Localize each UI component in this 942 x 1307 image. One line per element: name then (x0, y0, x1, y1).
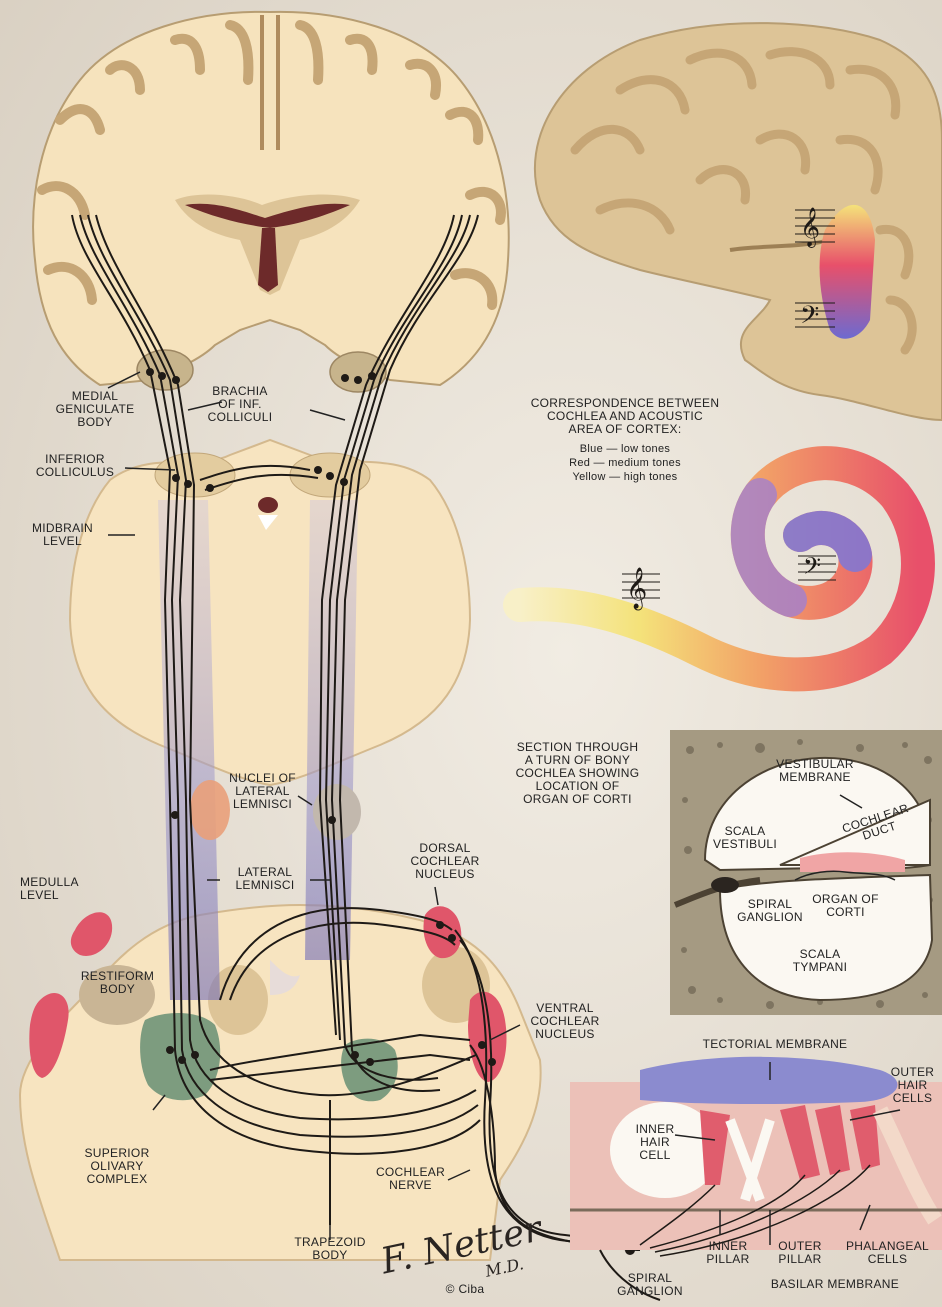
legend-yellow: Yellow — high tones (545, 471, 705, 484)
label-midbrain-level: MIDBRAIN LEVEL (20, 522, 105, 548)
label-brachia: BRACHIA OF INF. COLLICULI (200, 385, 280, 424)
label-nuclei-lateral-lemnisci: NUCLEI OF LATERAL LEMNISCI (225, 772, 300, 811)
nucleus-lateral-lemniscus-left (190, 780, 230, 840)
label-superior-olivary-complex: SUPERIOR OLIVARY COMPLEX (72, 1147, 162, 1186)
legend-blue: Blue — low tones (545, 443, 705, 456)
label-medial-geniculate: MEDIAL GENICULATE BODY (45, 390, 145, 429)
label-spiral-ganglion-bottom: SPIRAL GANGLION (605, 1272, 695, 1298)
svg-text:𝄞: 𝄞 (626, 567, 647, 610)
label-lateral-lemnisci: LATERAL LEMNISCI (225, 866, 305, 892)
label-vestibular-membrane: VESTIBULAR MEMBRANE (765, 758, 865, 784)
label-medulla-level: MEDULLA LEVEL (20, 876, 90, 902)
label-organ-of-corti: ORGAN OF CORTI (798, 893, 893, 919)
label-basilar-membrane: BASILAR MEMBRANE (755, 1278, 915, 1291)
label-inner-hair-cell: INNER HAIR CELL (620, 1123, 690, 1162)
label-outer-hair-cells: OUTER HAIR CELLS (885, 1066, 940, 1105)
label-cochlear-nerve: COCHLEAR NERVE (368, 1166, 453, 1192)
label-phalangeal-cells: PHALANGEAL CELLS (835, 1240, 940, 1266)
label-inner-pillar: INNER PILLAR (693, 1240, 763, 1266)
label-trapezoid-body: TRAPEZOID BODY (285, 1236, 375, 1262)
label-correspondence-title: CORRESPONDENCE BETWEEN COCHLEA AND ACOUS… (510, 397, 740, 436)
label-restiform-body: RESTIFORM BODY (70, 970, 165, 996)
copyright-notice: © Ciba (430, 1283, 500, 1296)
label-section-title: SECTION THROUGH A TURN OF BONY COCHLEA S… (505, 741, 650, 806)
label-outer-pillar: OUTER PILLAR (765, 1240, 835, 1266)
label-ventral-cochlear-nucleus: VENTRAL COCHLEAR NUCLEUS (520, 1002, 610, 1041)
label-inferior-colliculus: INFERIOR COLLICULUS (25, 453, 125, 479)
label-tectorial-membrane: TECTORIAL MEMBRANE (690, 1038, 860, 1051)
legend-red: Red — medium tones (545, 457, 705, 470)
label-scala-vestibuli: SCALA VESTIBULI (700, 825, 790, 851)
label-scala-tympani: SCALA TYMPANI (775, 948, 865, 974)
label-dorsal-cochlear-nucleus: DORSAL COCHLEAR NUCLEUS (400, 842, 490, 881)
